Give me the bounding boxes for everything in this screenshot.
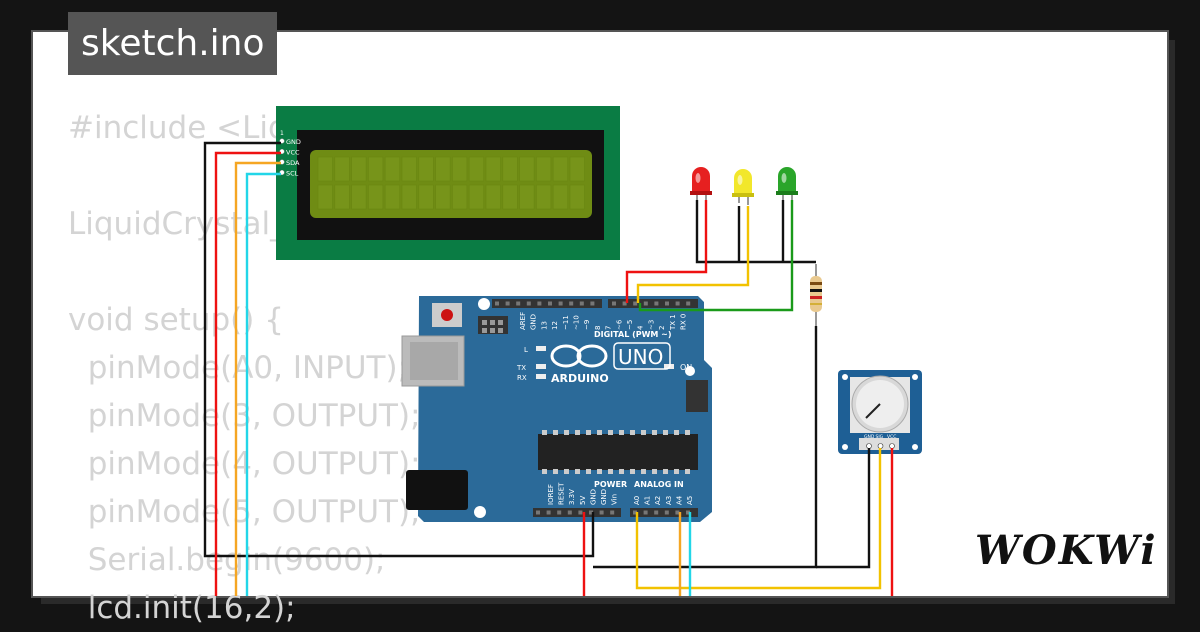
led-label-on: ON bbox=[680, 363, 692, 372]
led-label-l: L bbox=[524, 346, 528, 354]
pin-label: ~5 bbox=[626, 320, 634, 330]
pin-label: GND bbox=[589, 489, 597, 505]
pin-label: RX 0 bbox=[680, 314, 688, 330]
led-yellow[interactable] bbox=[732, 169, 754, 205]
digital-header-label: DIGITAL (PWM ~) bbox=[594, 330, 672, 339]
pin-label: 2 bbox=[658, 326, 666, 330]
power-jack bbox=[406, 470, 468, 510]
pin-label: 8 bbox=[594, 326, 602, 330]
pin-label: ~9 bbox=[583, 320, 591, 330]
code-line: pinMode(A0, INPUT); bbox=[68, 350, 409, 386]
led-green[interactable] bbox=[776, 167, 798, 203]
pin-label: 7 bbox=[605, 326, 613, 330]
code-line: pinMode(3, OUTPUT); bbox=[68, 398, 421, 434]
pin-label: A1 bbox=[644, 496, 652, 505]
lcd-character-grid bbox=[317, 156, 585, 210]
led-group[interactable] bbox=[690, 167, 798, 205]
arduino-brand: ARDUINO bbox=[551, 372, 609, 385]
pin-label: A5 bbox=[686, 496, 694, 505]
pin-label: 4 bbox=[637, 325, 645, 330]
pin-label: A2 bbox=[654, 496, 662, 505]
analog-header-label: ANALOG IN bbox=[634, 480, 684, 489]
pin-label: GND bbox=[530, 314, 538, 330]
potentiometer-pin-label: SIG bbox=[876, 434, 884, 440]
resistor[interactable] bbox=[810, 264, 822, 326]
pin-label: 5V bbox=[579, 496, 587, 505]
pin-label: A3 bbox=[665, 496, 673, 505]
wires bbox=[203, 141, 894, 596]
pin-label: ~3 bbox=[647, 320, 655, 330]
pin-label: IOREF bbox=[547, 484, 555, 505]
lcd-pin-label: SDA bbox=[286, 159, 300, 167]
pin-label: 3.3V bbox=[568, 489, 576, 505]
icsp-header bbox=[482, 320, 503, 333]
pin-label: RESET bbox=[558, 482, 566, 505]
lcd-pin-labels: GND VCC SDA SCL bbox=[279, 138, 301, 178]
power-header-label: POWER bbox=[594, 480, 627, 489]
pin-label: GND bbox=[600, 489, 608, 505]
code-line: pinMode(4, OUTPUT); bbox=[68, 446, 421, 482]
potentiometer-knob-indicator bbox=[865, 403, 881, 419]
led-label-tx: TX bbox=[516, 364, 526, 372]
code-line: lcd.init(16,2); bbox=[68, 590, 296, 626]
pin-label: 12 bbox=[551, 321, 559, 330]
pin-label: A0 bbox=[633, 496, 641, 505]
file-title-tab[interactable]: sketch.ino bbox=[68, 12, 278, 75]
pin-label: ~11 bbox=[562, 315, 570, 330]
pin-label: ~10 bbox=[573, 315, 581, 330]
code-line: pinMode(5, OUTPUT); bbox=[68, 494, 421, 530]
led-red[interactable] bbox=[690, 167, 712, 203]
lcd-pin-label: GND bbox=[286, 138, 301, 146]
led-label-rx: RX bbox=[517, 374, 527, 382]
arduino-model: UNO bbox=[618, 345, 663, 369]
pin-label: Vin bbox=[611, 494, 619, 505]
lcd-pin-label: SCL bbox=[286, 170, 299, 178]
potentiometer-pin-label: GND bbox=[864, 434, 875, 440]
atmega-chip bbox=[538, 434, 698, 470]
arduino-logo bbox=[550, 344, 608, 368]
pin-label: A4 bbox=[675, 495, 683, 505]
lcd-pin-number: 1 bbox=[280, 130, 284, 137]
lcd-pin-label: VCC bbox=[286, 149, 300, 157]
pin-label: 13 bbox=[540, 321, 548, 330]
lcd-module[interactable]: 1 GND VCC SDA SCL bbox=[276, 106, 620, 260]
pin-label: AREF bbox=[519, 312, 527, 330]
pin-label: TX 1 bbox=[669, 314, 677, 331]
pin-label: ~6 bbox=[615, 319, 623, 330]
wokwi-logo: WOKWi bbox=[975, 527, 1158, 574]
potentiometer-pin-label: VCC bbox=[887, 434, 896, 440]
